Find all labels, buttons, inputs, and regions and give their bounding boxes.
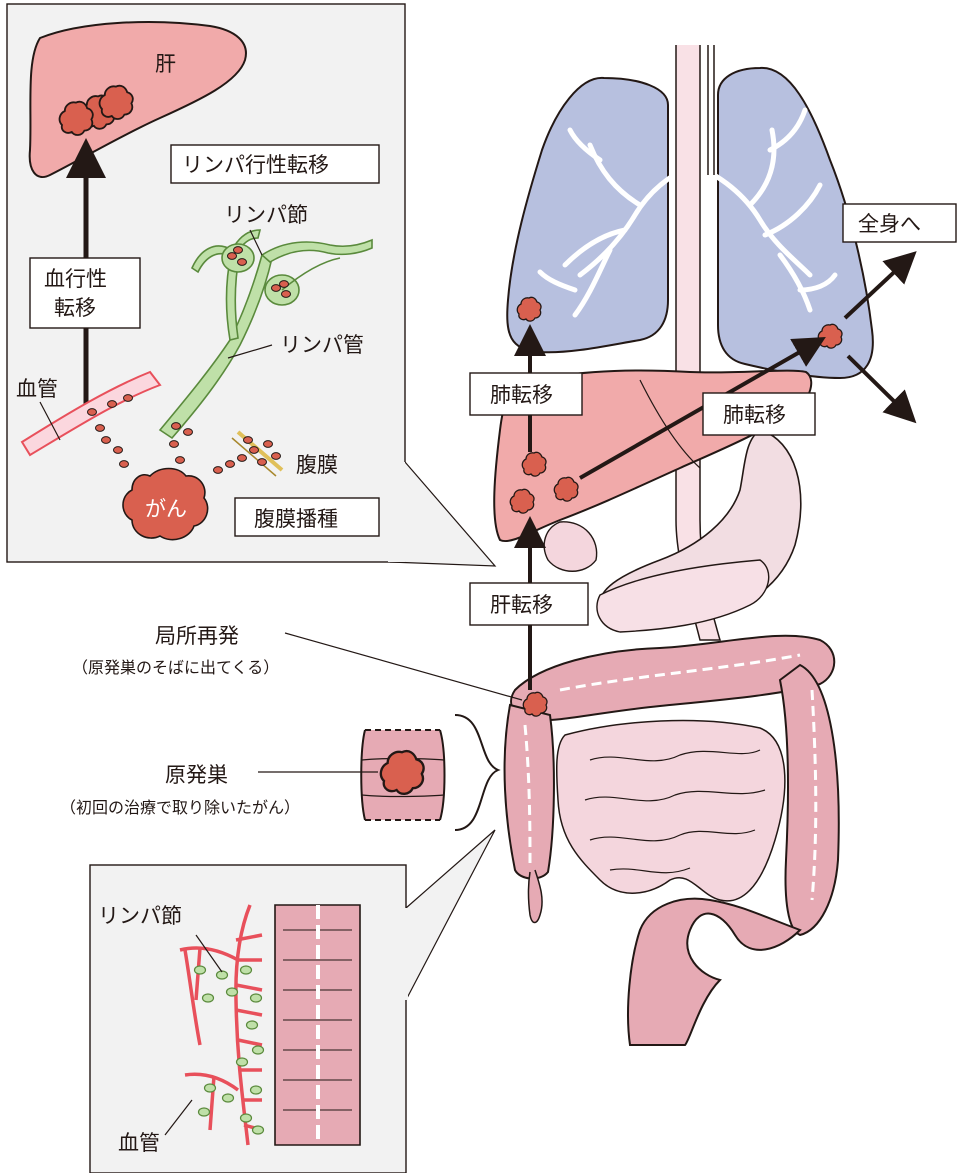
lymph-node-top-label: リンパ節 xyxy=(224,203,308,227)
cancer-label: がん xyxy=(145,497,187,521)
primary-tumor-label: 原発巣 xyxy=(165,763,228,787)
lymph-vessel-label: リンパ管 xyxy=(280,333,364,357)
primary-tumor-brace xyxy=(455,715,498,830)
lymph-node-bottom-label: リンパ節 xyxy=(98,904,182,928)
liver-metastasis-label: 肝転移 xyxy=(490,593,553,617)
hematogenous-label-line2: 転移 xyxy=(54,296,96,320)
blood-vessel-bottom-label: 血管 xyxy=(118,1131,160,1155)
primary-tumor-segment xyxy=(361,730,444,820)
inset-colon-strip xyxy=(275,905,360,1145)
small-intestine xyxy=(557,721,785,901)
local-recurrence-pointer xyxy=(285,633,522,700)
arrow-whole-body-down xyxy=(848,356,905,412)
whole-body-label: 全身へ xyxy=(858,212,921,236)
local-recurrence-label: 局所再発 xyxy=(155,624,239,648)
local-recurrence-note: （原発巣のそばに出てくる） xyxy=(72,658,279,677)
inset-panel-bottom xyxy=(90,830,495,1173)
blood-vessel-top-label: 血管 xyxy=(16,377,58,401)
inset-liver-label: 肝 xyxy=(155,52,176,76)
lung-metastasis-right-label: 肺転移 xyxy=(723,403,786,427)
lymphatic-metastasis-label: リンパ行性転移 xyxy=(182,153,329,177)
lung-metastasis-left-label: 肺転移 xyxy=(490,383,553,407)
primary-tumor-note: （初回の治療で取り除いたがん） xyxy=(60,798,300,817)
peritoneal-dissemination-label: 腹膜播種 xyxy=(254,507,338,531)
hematogenous-label-line1: 血行性 xyxy=(44,267,107,291)
peritoneum-label: 腹膜 xyxy=(296,453,338,477)
